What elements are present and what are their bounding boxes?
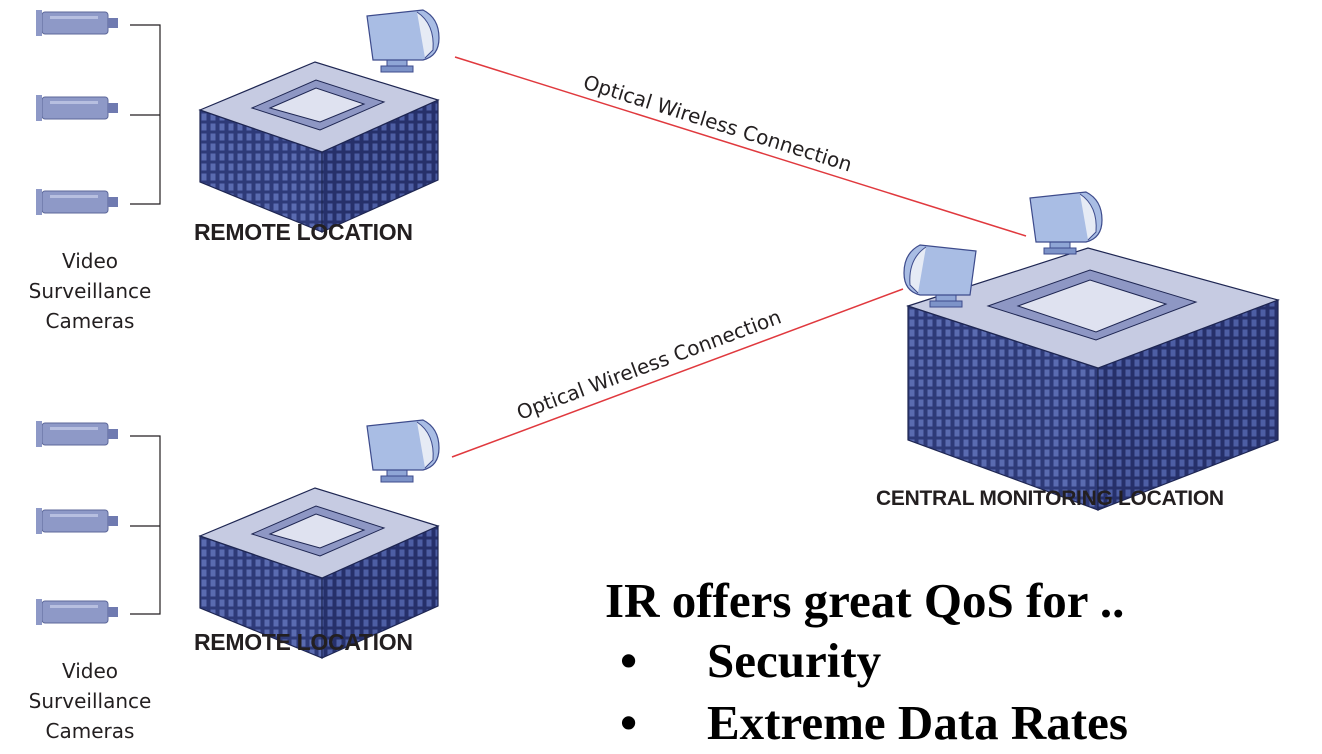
remote-location-label-bottom: REMOTE LOCATION bbox=[194, 629, 413, 655]
optical-link-line-top bbox=[454, 56, 1027, 237]
bullet-item: • Security bbox=[620, 630, 1128, 692]
camera-caption-top: Video Surveillance Cameras bbox=[10, 246, 170, 336]
bullet-marker: • bbox=[620, 695, 638, 750]
bullet-item: • Extreme Data Rates bbox=[620, 692, 1128, 754]
optical-link-label-top: Optical Wireless Connection bbox=[581, 70, 856, 177]
bullet-text: Security bbox=[707, 633, 882, 688]
camera-icon bbox=[35, 188, 119, 216]
camera-icon bbox=[35, 507, 119, 535]
camera-group-bottom bbox=[35, 420, 161, 626]
camera-caption-line: Cameras bbox=[45, 719, 135, 743]
bullet-text: Extreme Data Rates bbox=[707, 695, 1128, 750]
camera-caption-line: Surveillance bbox=[28, 279, 152, 303]
camera-caption-bottom: Video Surveillance Cameras bbox=[10, 656, 170, 746]
bullet-list: • Security • Extreme Data Rates bbox=[620, 630, 1128, 754]
camera-icon bbox=[35, 94, 119, 122]
transceiver-icon bbox=[1029, 191, 1103, 255]
camera-caption-line: Video bbox=[61, 659, 119, 683]
headline: IR offers great QoS for .. bbox=[605, 573, 1125, 628]
transceiver-icon bbox=[366, 9, 440, 73]
transceiver-icon bbox=[366, 419, 440, 483]
optical-link-label-bottom: Optical Wireless Connection bbox=[513, 305, 784, 425]
camera-icon bbox=[35, 420, 119, 448]
camera-icon bbox=[35, 598, 119, 626]
camera-caption-line: Cameras bbox=[45, 309, 135, 333]
remote-location-label-top: REMOTE LOCATION bbox=[194, 219, 413, 245]
camera-group-top bbox=[35, 9, 161, 216]
remote-building-top bbox=[199, 61, 439, 233]
camera-icon bbox=[35, 9, 119, 37]
camera-caption-line: Video bbox=[61, 249, 119, 273]
bullet-marker: • bbox=[620, 633, 638, 688]
central-location-label: CENTRAL MONITORING LOCATION bbox=[876, 487, 1224, 510]
optical-link-line-bottom bbox=[451, 288, 904, 458]
camera-caption-line: Surveillance bbox=[28, 689, 152, 713]
